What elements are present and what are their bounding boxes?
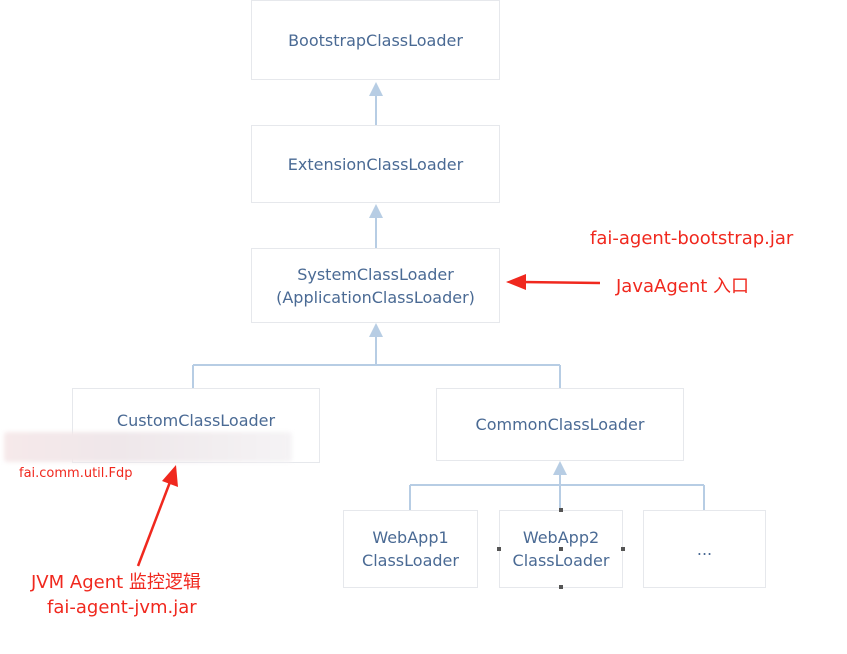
node-label: ... (696, 539, 713, 559)
annotation-bootstrap-jar: fai-agent-bootstrap.jar (590, 228, 794, 249)
selection-handle-left[interactable] (497, 547, 501, 551)
node-common-classloader: CommonClassLoader (436, 388, 684, 461)
selection-handle-right[interactable] (621, 547, 625, 551)
node-system-classloader: SystemClassLoader (ApplicationClassLoade… (251, 248, 500, 323)
node-label-line2: (ApplicationClassLoader) (276, 287, 475, 307)
red-arrow-jvm-line (136, 481, 172, 567)
arrowhead-bootstrap (369, 82, 383, 96)
blurred-redaction (4, 432, 292, 462)
annotation-fdp-class: fai.comm.util.Fdp (19, 466, 133, 481)
annotation-jvm-jar: fai-agent-jvm.jar (47, 597, 197, 618)
node-bootstrap-classloader: BootstrapClassLoader (251, 0, 500, 80)
node-label: CommonClassLoader (475, 415, 645, 434)
node-label-line2: ClassLoader (362, 551, 459, 570)
arrowhead-common (553, 461, 567, 475)
node-webapp1-classloader: WebApp1 ClassLoader (343, 510, 478, 588)
node-label-line1: SystemClassLoader (297, 264, 454, 284)
node-webapp2-classloader[interactable]: WebApp2 ClassLoader (499, 510, 623, 588)
red-arrow-javaagent-head (506, 274, 526, 290)
selection-handle-center[interactable] (559, 547, 563, 551)
node-label: CustomClassLoader (116, 410, 276, 430)
node-more-classloaders: ... (643, 510, 766, 588)
annotation-javaagent-entry: JavaAgent 入口 (616, 276, 750, 297)
selection-handle-top[interactable] (559, 508, 563, 512)
node-label: BootstrapClassLoader (288, 30, 463, 50)
node-label: ExtensionClassLoader (287, 154, 464, 174)
node-label-line1: WebApp2 (522, 528, 600, 547)
arrowhead-system (369, 323, 383, 337)
red-arrow-javaagent-line (521, 280, 601, 285)
node-extension-classloader: ExtensionClassLoader (251, 125, 500, 203)
annotation-jvm-agent-logic: JVM Agent 监控逻辑 (31, 572, 201, 593)
selection-handle-bottom[interactable] (559, 585, 563, 589)
node-label-line1: WebApp1 (372, 528, 449, 547)
red-arrow-jvm-head (162, 465, 178, 487)
node-label-line2: ClassLoader (512, 551, 610, 570)
arrowhead-extension (369, 204, 383, 218)
